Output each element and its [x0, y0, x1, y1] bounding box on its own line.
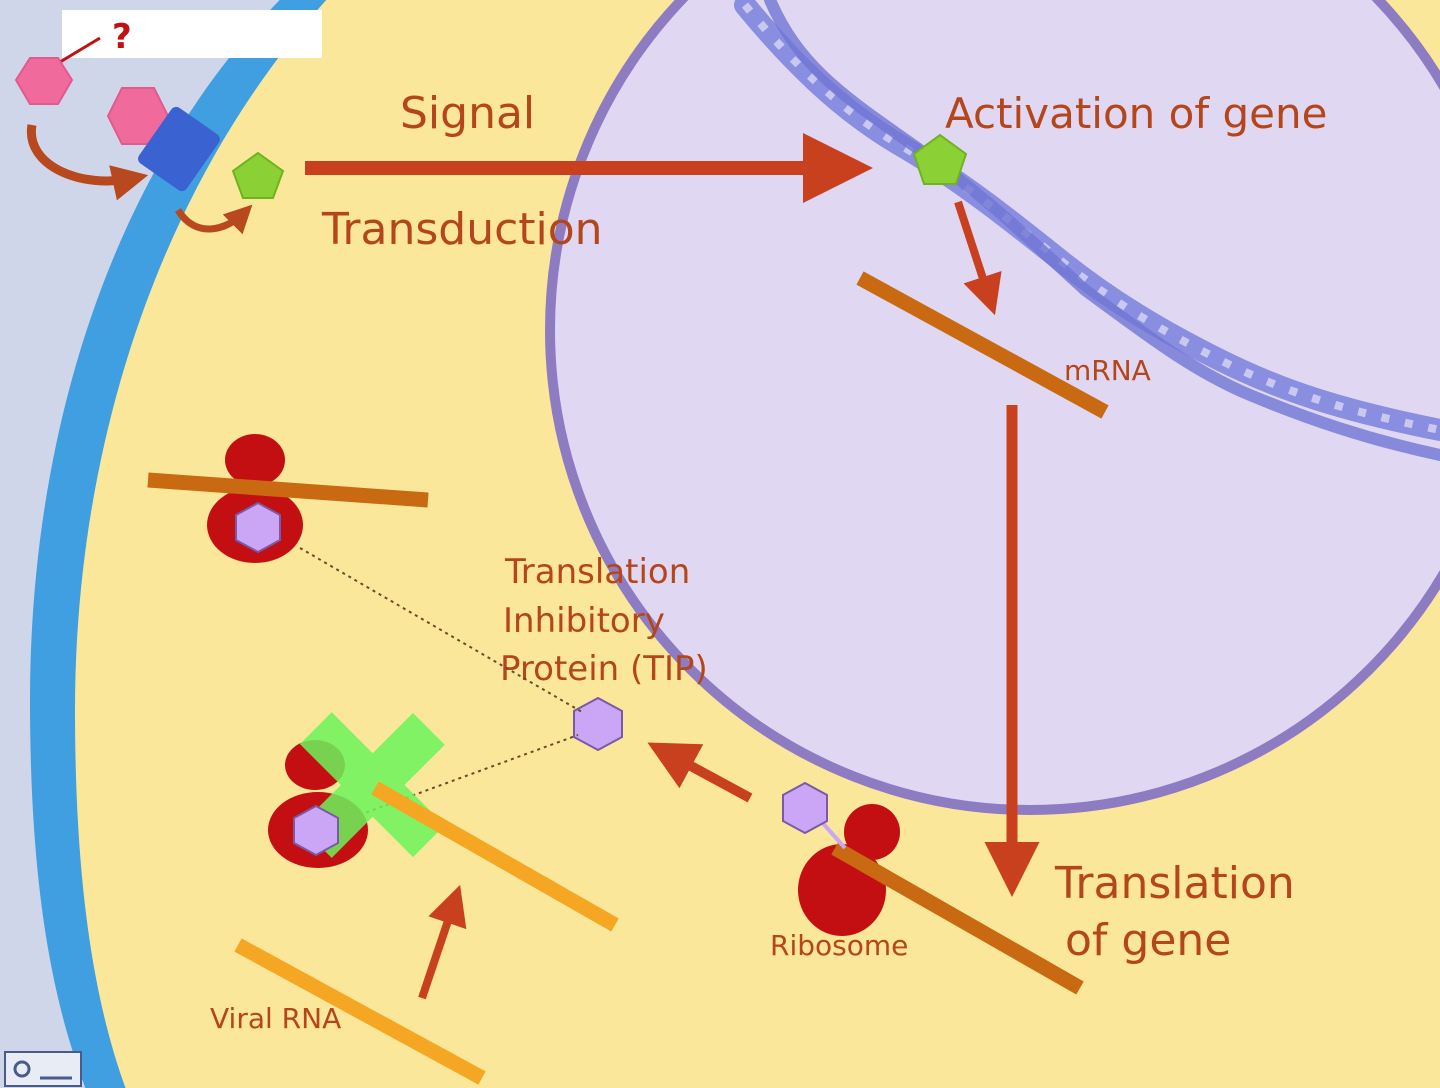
membrane-receptor: [138, 106, 220, 192]
viral-rna-strand: [234, 938, 486, 1085]
tip-label-line3: Protein (TIP): [500, 649, 708, 689]
translation-of-gene-line1: Translation: [1054, 858, 1295, 909]
activation-label: Activation of gene: [945, 89, 1327, 138]
bound-tip-upper: [235, 501, 281, 554]
translation-of-gene-line2: of gene: [1065, 915, 1231, 966]
question-label-box: [62, 10, 322, 58]
question-pointer: [59, 36, 101, 64]
viral-rna-label: Viral RNA: [210, 1002, 341, 1035]
transcription-arrow: [954, 200, 1002, 316]
tip-release-arrow: [647, 742, 753, 803]
ribosome-label: Ribosome: [770, 929, 908, 962]
signal-molecule-on-dna: [912, 133, 968, 185]
mrna-strand-upper: [147, 472, 429, 508]
tip-label-line2: Inhibitory: [503, 601, 665, 641]
nascent-peptide-link: [818, 818, 847, 850]
transduction-label: Transduction: [321, 204, 603, 255]
corner-control[interactable]: [4, 1051, 82, 1087]
viral-rna-binding-arrow: [418, 884, 467, 1000]
tip-molecule: [573, 696, 623, 752]
viral-rna-strand-bound: [371, 781, 619, 932]
signal-molecule: [231, 151, 285, 199]
question-mark: ?: [112, 17, 132, 57]
ligand-binding-arrow: [26, 124, 149, 201]
tip-label-line1: Translation: [504, 552, 690, 592]
gear-icon[interactable]: [13, 1060, 31, 1078]
signal-label: Signal: [400, 88, 535, 139]
mrna-label: mRNA: [1064, 354, 1151, 387]
host-mrna-strand: [831, 841, 1084, 995]
new-tip-molecule: [782, 781, 828, 835]
unknown-ligand: [14, 57, 74, 105]
dna-helix: [734, 0, 1440, 461]
nucleus: [545, 0, 1440, 815]
receptor-activation-arrow: [175, 204, 253, 235]
tip-link-upper: [299, 547, 583, 713]
mrna-strand: [856, 271, 1109, 419]
bound-tip-lower: [293, 804, 339, 857]
